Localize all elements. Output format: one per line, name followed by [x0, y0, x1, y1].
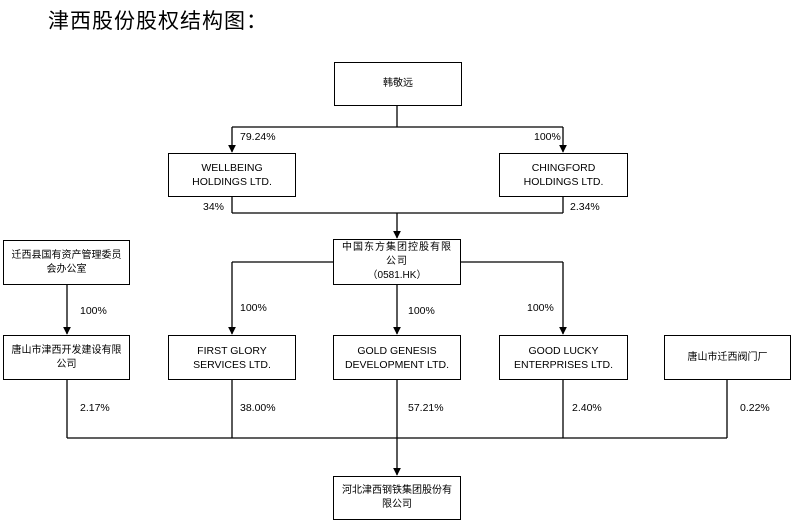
node-china-orient: 中国东方集团控股有限公司 （0581.HK）	[333, 239, 461, 285]
pct-orient-to-first-glory: 100%	[240, 302, 267, 314]
node-first-glory: FIRST GLORY SERVICES LTD.	[168, 335, 296, 380]
pct-first-glory-to-hebei: 38.00%	[240, 402, 276, 414]
diagram-title: 津西股份股权结构图：	[48, 9, 268, 33]
pct-gold-genesis-to-hebei: 57.21%	[408, 402, 444, 414]
pct-han-to-wellbeing: 79.24%	[240, 131, 276, 143]
pct-orient-to-good-lucky: 100%	[527, 302, 554, 314]
pct-tangshan-dev-to-hebei: 2.17%	[80, 402, 110, 414]
node-tangshan-dev: 唐山市津西开发建设有限公司	[3, 335, 130, 380]
pct-sasac-to-tangshan-dev: 100%	[80, 305, 107, 317]
pct-wellbeing-to-orient: 34%	[203, 201, 225, 213]
node-good-lucky: GOOD LUCKY ENTERPRISES LTD.	[499, 335, 628, 380]
pct-orient-to-gold-genesis: 100%	[408, 305, 435, 317]
node-gold-genesis: GOLD GENESIS DEVELOPMENT LTD.	[333, 335, 461, 380]
pct-chingford-to-orient: 2.34%	[570, 201, 600, 213]
pct-good-lucky-to-hebei: 2.40%	[572, 402, 602, 414]
node-tangshan-valve: 唐山市迁西阀门厂	[664, 335, 791, 380]
pct-han-to-chingford: 100%	[534, 131, 561, 143]
node-qianxi-sasac: 迁西县国有资产管理委员会办公室	[3, 240, 130, 285]
node-chingford-holdings: CHINGFORD HOLDINGS LTD.	[499, 153, 628, 197]
node-han-jingyuan: 韩敬远	[334, 62, 462, 106]
pct-valve-to-hebei: 0.22%	[740, 402, 770, 414]
node-wellbeing-holdings: WELLBEING HOLDINGS LTD.	[168, 153, 296, 197]
node-hebei-jinxi: 河北津西钢铁集团股份有限公司	[333, 476, 461, 520]
